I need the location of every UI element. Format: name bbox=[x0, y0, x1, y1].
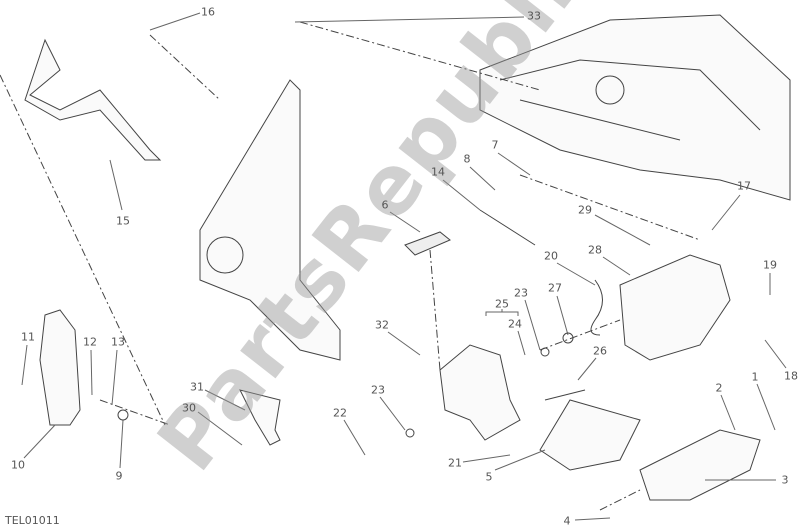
pad-6 bbox=[404, 231, 451, 256]
callout-22: 22 bbox=[333, 406, 347, 420]
callout-23b: 23 bbox=[371, 383, 385, 397]
callout-16: 16 bbox=[201, 5, 215, 19]
callout-24: 24 bbox=[508, 317, 522, 331]
callout-3: 3 bbox=[781, 473, 789, 487]
bracket-31 bbox=[239, 389, 281, 446]
callout-25: 25 bbox=[495, 297, 509, 311]
callout-26: 26 bbox=[593, 344, 607, 358]
heel-guard-right bbox=[639, 429, 761, 501]
callout-7: 7 bbox=[491, 138, 499, 152]
brake-bracket bbox=[619, 254, 731, 361]
callout-18: 18 bbox=[784, 369, 798, 383]
callout-30: 30 bbox=[182, 401, 196, 415]
callout-12: 12 bbox=[83, 335, 97, 349]
callout-23: 23 bbox=[514, 286, 528, 300]
callout-21: 21 bbox=[448, 456, 462, 470]
callout-1: 1 bbox=[751, 370, 759, 384]
callout-10: 10 bbox=[11, 458, 25, 472]
washer-23a bbox=[540, 347, 550, 357]
footpeg-bracket bbox=[24, 38, 162, 161]
callout-17: 17 bbox=[737, 179, 751, 193]
footpeg-left bbox=[39, 309, 81, 426]
callout-31: 31 bbox=[190, 380, 204, 394]
washer-27 bbox=[562, 332, 574, 344]
brake-pedal bbox=[439, 344, 521, 441]
spring-20 bbox=[590, 279, 603, 336]
callout-20: 20 bbox=[544, 249, 558, 263]
callout-5: 5 bbox=[485, 470, 493, 484]
brace-25 bbox=[485, 309, 519, 316]
callout-4: 4 bbox=[563, 514, 571, 528]
frame-part bbox=[479, 14, 791, 201]
diagram-code: TEL01011 bbox=[5, 514, 60, 527]
callout-15: 15 bbox=[116, 214, 130, 228]
washer-23 bbox=[405, 428, 415, 438]
callout-28: 28 bbox=[588, 243, 602, 257]
callout-32: 32 bbox=[375, 318, 389, 332]
footpeg-right bbox=[539, 399, 641, 471]
callout-11: 11 bbox=[21, 330, 35, 344]
frame-detail bbox=[499, 59, 761, 141]
callout-19: 19 bbox=[763, 258, 777, 272]
washer-9 bbox=[117, 409, 129, 421]
gear-icon bbox=[595, 75, 625, 105]
callout-29: 29 bbox=[578, 203, 592, 217]
guide-lines bbox=[0, 21, 701, 511]
leader-lines bbox=[21, 12, 787, 521]
callout-13: 13 bbox=[111, 335, 125, 349]
rod-14 bbox=[479, 209, 536, 246]
callout-8: 8 bbox=[463, 152, 471, 166]
spring-26 bbox=[544, 389, 586, 401]
callout-9: 9 bbox=[115, 469, 123, 483]
heel-guard-plate bbox=[199, 79, 341, 361]
callout-2: 2 bbox=[715, 381, 723, 395]
callout-27: 27 bbox=[548, 281, 562, 295]
plate-hole bbox=[206, 236, 244, 274]
callout-6: 6 bbox=[381, 198, 389, 212]
callout-33: 33 bbox=[527, 9, 541, 23]
callout-14: 14 bbox=[431, 165, 445, 179]
